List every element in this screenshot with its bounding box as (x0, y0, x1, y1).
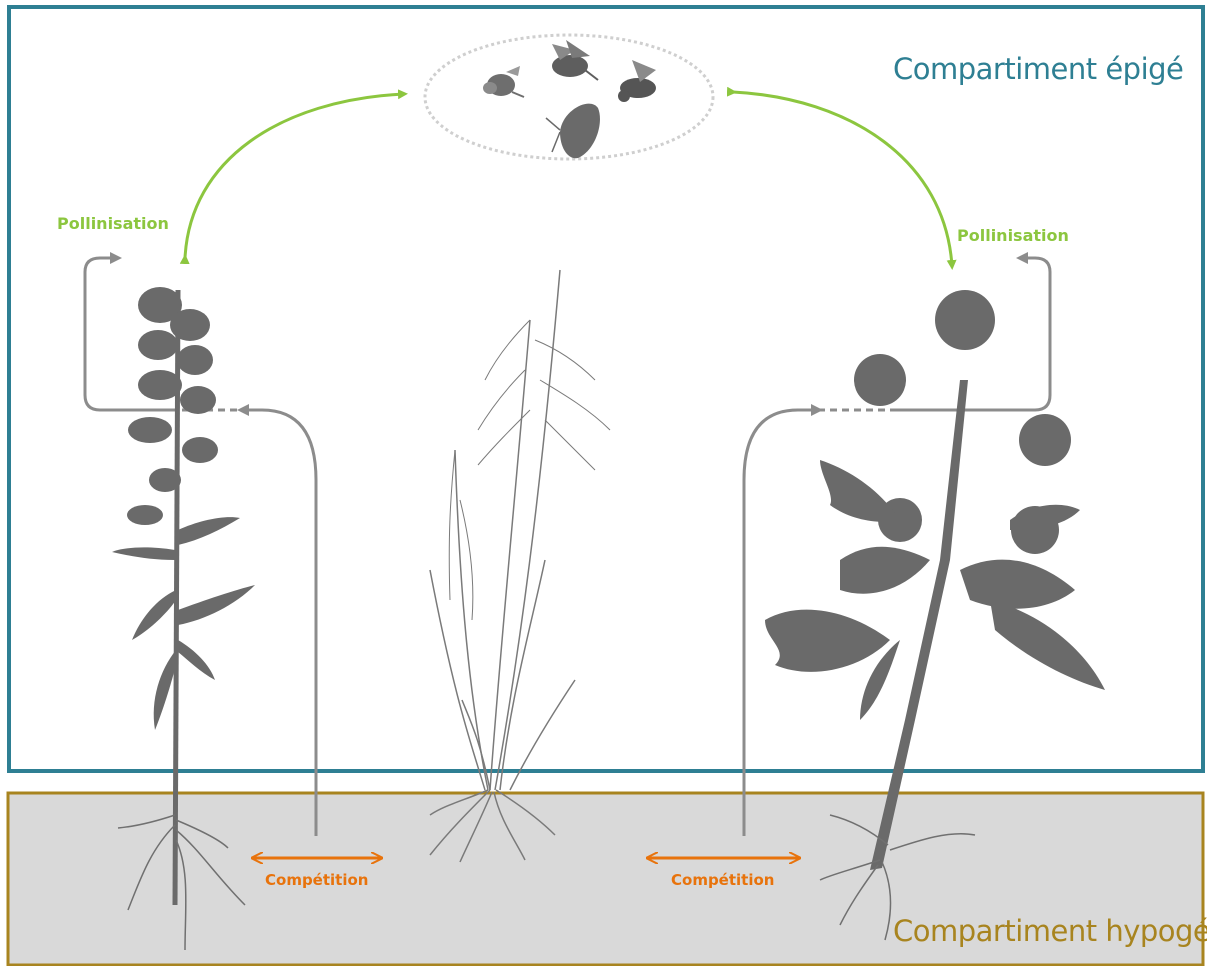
grass-plant (430, 270, 610, 862)
competition-label-left: Compétition (265, 871, 368, 889)
bumblebee-icon (483, 66, 524, 97)
pollination-arrow-left (185, 94, 404, 258)
competition-label-right: Compétition (671, 871, 774, 889)
bee-icon (552, 40, 598, 80)
pollination-arrow-right (733, 92, 952, 266)
underground-compartment-label: Compartiment hypogé (893, 914, 1207, 948)
butterfly-icon (546, 104, 600, 159)
pollination-label-right: Pollinisation (957, 226, 1069, 245)
pollination-label-left: Pollinisation (57, 214, 169, 233)
aerial-compartment-label: Compartiment épigé (893, 52, 1183, 86)
fly-icon (618, 60, 656, 102)
